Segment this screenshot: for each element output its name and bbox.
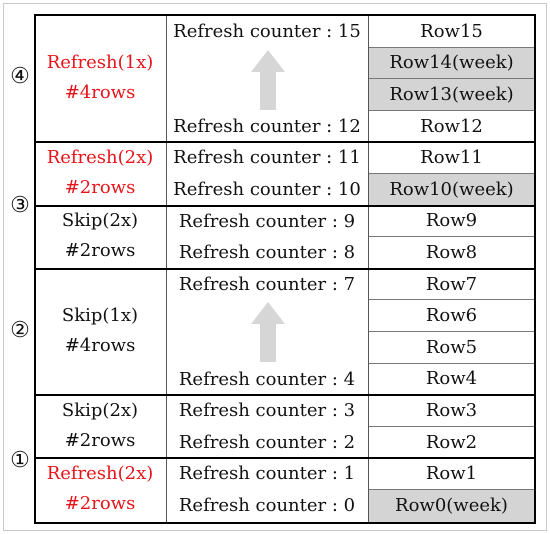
row-label: Row0(week) [395,495,508,517]
up-arrow-icon [251,302,285,363]
row-cell: Row13(week) [369,79,534,111]
group-separator [36,267,534,270]
refresh-counter-top: Refresh counter : 11 [173,147,361,169]
refresh-counter-bottom: Refresh counter : 10 [173,179,361,200]
phase-marker: ④ [10,64,30,89]
refresh-counter-top: Refresh counter : 7 [178,273,356,295]
phase-marker: ② [10,318,30,343]
row-cell: Row8 [369,237,534,269]
action-label: Skip(2x) [61,210,139,232]
row-label: Row7 [425,273,478,295]
refresh-counter-top: Refresh counter : 1 [178,463,356,485]
refresh-counter-bottom: Refresh counter : 0 [178,495,356,516]
row-label: Row6 [425,305,478,327]
rows-count-label: #2rows [64,177,136,198]
row-cell: Row2 [369,427,534,459]
row-label: Row4 [425,368,478,390]
action-label: Skip(2x) [61,399,139,421]
refresh-counter-top: Refresh counter : 3 [178,400,356,422]
group-separator [36,394,534,397]
refresh-counter-top: Refresh counter : 15 [173,21,361,42]
phase-marker: ③ [10,193,30,218]
up-arrow-icon [251,49,285,110]
row-cell: Row1 [369,458,534,490]
row-cell: Row3 [369,395,534,427]
refresh-counter-bottom: Refresh counter : 12 [173,115,361,137]
row-label: Row2 [425,431,478,453]
action-label: Refresh(2x) [46,147,154,168]
action-label: Skip(1x) [61,305,139,326]
row-label: Row9 [425,210,478,232]
row-cell: Row0(week) [369,490,534,522]
row-label: Row15 [420,20,483,42]
row-cell: Row11 [369,142,534,174]
row-cell: Row12 [369,111,534,143]
row-cell: Row10(week) [369,174,534,206]
group-separator [36,141,534,144]
action-label: Refresh(1x) [46,52,154,74]
group-separator [36,457,534,460]
row-label: Row14(week) [389,52,514,74]
figure-frame [3,3,547,531]
rows-count-label: #4rows [64,335,136,356]
row-label: Row11 [420,147,483,169]
row-cell: Row7 [369,269,534,301]
refresh-counter-top: Refresh counter : 9 [178,210,356,232]
row-label: Row13(week) [389,83,514,105]
rows-count-label: #2rows [64,240,136,262]
row-label: Row10(week) [389,178,514,200]
group-separator [36,204,534,207]
refresh-counter-bottom: Refresh counter : 8 [178,242,356,264]
row-label: Row12 [420,115,483,137]
row-label: Row1 [425,463,478,485]
row-cell: Row6 [369,300,534,332]
refresh-counter-bottom: Refresh counter : 2 [178,431,356,453]
refresh-counter-bottom: Refresh counter : 4 [178,368,356,390]
row-cell: Row15 [369,16,534,48]
rows-count-label: #2rows [64,429,136,451]
rows-count-label: #2rows [64,493,136,514]
row-label: Row5 [425,336,478,358]
row-label: Row3 [425,399,478,421]
rows-count-label: #4rows [64,82,136,104]
row-cell: Row14(week) [369,47,534,80]
action-label: Refresh(2x) [46,463,154,484]
row-cell: Row9 [369,206,534,238]
phase-marker: ① [10,448,30,473]
row-label: Row8 [425,241,478,263]
row-cell: Row4 [369,364,534,396]
row-cell: Row5 [369,332,534,364]
